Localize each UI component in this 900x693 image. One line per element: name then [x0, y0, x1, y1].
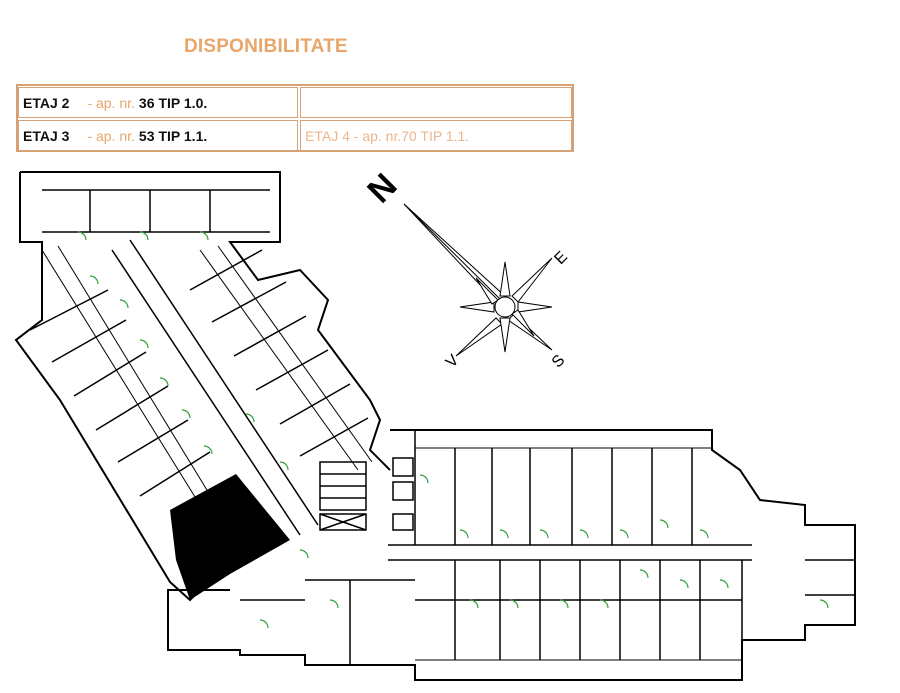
availability-row[interactable]: ETAJ 2 - ap. nr. 36 TIP 1.0.: [18, 87, 572, 118]
apartment-label: - ap. nr.: [87, 94, 135, 111]
availability-cell-left[interactable]: ETAJ 3 - ap. nr. 53 TIP 1.1.: [18, 120, 298, 151]
availability-extra: ETAJ 4 - ap. nr.70 TIP 1.1.: [305, 127, 470, 144]
availability-table: ETAJ 2 - ap. nr. 36 TIP 1.0. ETAJ 3 - ap…: [16, 84, 574, 152]
compass-east-label: E: [551, 248, 571, 268]
compass-south-label: S: [549, 352, 569, 372]
compass-north-label: N: [360, 166, 404, 210]
page-title: DISPONIBILITATE: [184, 36, 348, 57]
apartment-number: 36: [138, 94, 155, 111]
building-wing-horizontal: [167, 429, 856, 681]
apartment-number: 53: [138, 127, 155, 144]
floor-label: ETAJ 3: [23, 127, 70, 144]
apartment-type: TIP 1.1.: [158, 127, 208, 144]
stair-core: [319, 457, 414, 531]
compass-west-label: V: [443, 352, 463, 372]
door-arcs: [77, 231, 829, 629]
availability-cell-left[interactable]: ETAJ 2 - ap. nr. 36 TIP 1.0.: [18, 87, 298, 118]
availability-row[interactable]: ETAJ 3 - ap. nr. 53 TIP 1.1. ETAJ 4 - ap…: [18, 120, 572, 151]
floor-label: ETAJ 2: [23, 94, 70, 111]
room-dividers-angled: [29, 189, 369, 497]
availability-cell-right: [300, 87, 572, 118]
room-dividers-horizontal: [240, 430, 855, 665]
availability-cell-right[interactable]: ETAJ 4 - ap. nr.70 TIP 1.1.: [300, 120, 572, 151]
apartment-label: - ap. nr.: [87, 127, 135, 144]
apartment-type: TIP 1.0.: [158, 94, 208, 111]
highlighted-apartment[interactable]: [170, 474, 290, 600]
compass-rose: [403, 203, 553, 357]
building-wing-angled: [14, 171, 391, 602]
